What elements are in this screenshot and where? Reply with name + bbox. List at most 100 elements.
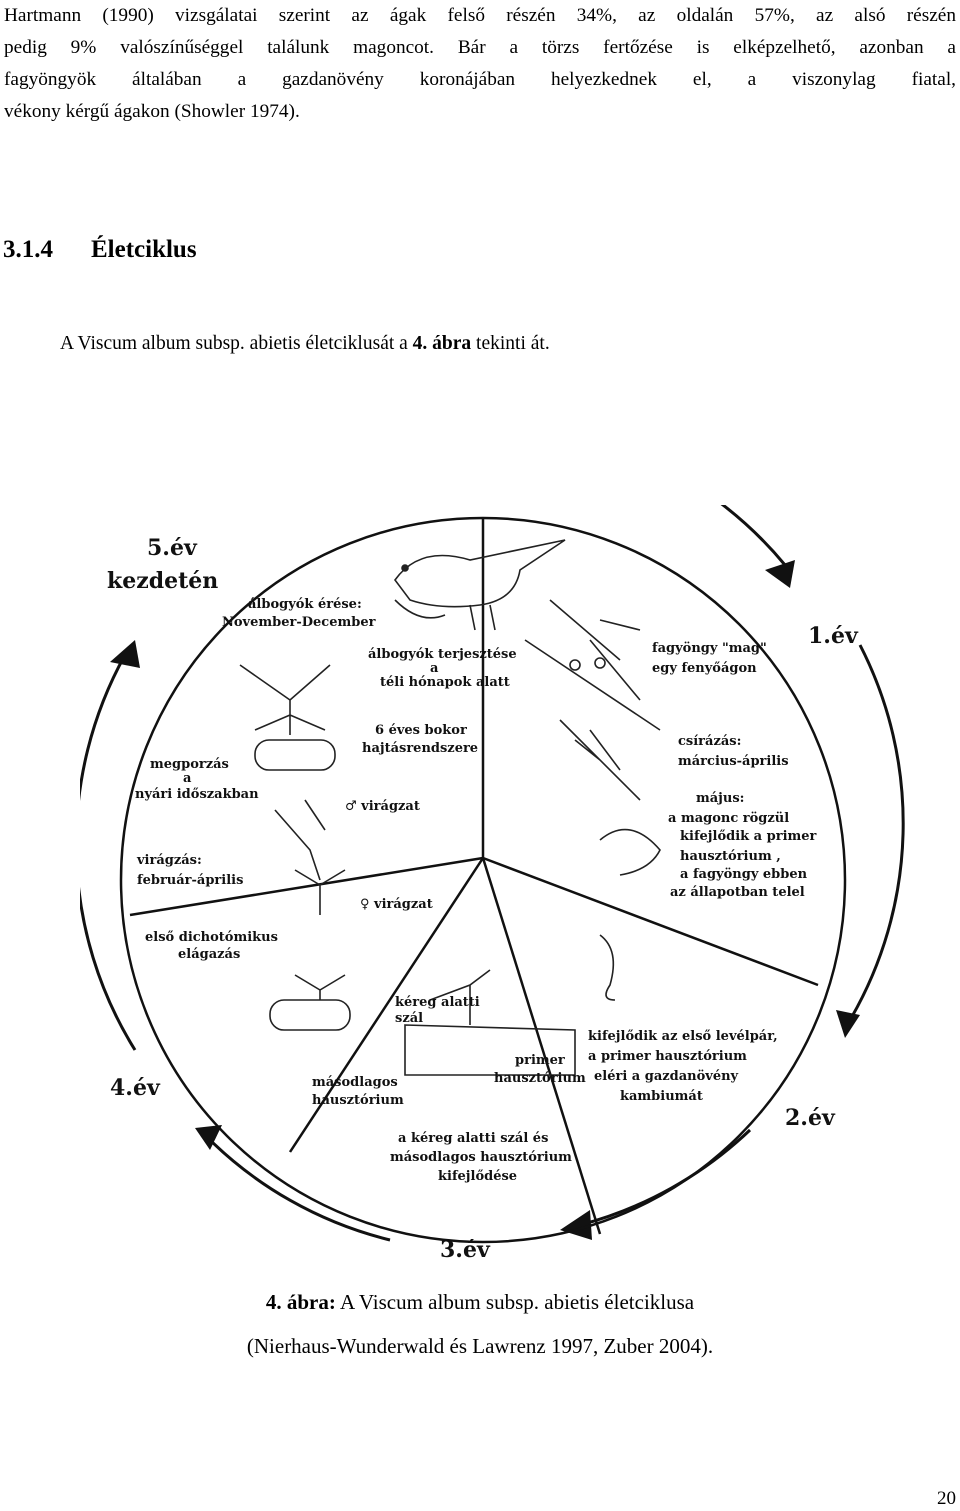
divider-bottom-left (288, 857, 485, 1153)
bottom-sector-label: a kéreg alatti szál és (398, 1131, 548, 1146)
ripening-label: álbogyók érése: (248, 597, 362, 612)
bush-sketch (239, 664, 331, 735)
figure-caption-source: (Nierhaus-Wunderwald és Lawrenz 1997, Zu… (246, 1334, 714, 1358)
may-label: kifejlődik a primer (680, 829, 817, 844)
leaf-pair-sketch (599, 934, 616, 1001)
year4-label: 4.év (110, 1075, 161, 1101)
may-label: a magonc rögzül (668, 811, 789, 826)
arrow-head-year1 (765, 560, 795, 588)
intro-sentence: A Viscum album subsp. abietis életciklus… (60, 333, 550, 355)
leaf-pair-label: kifejlődik az első levélpár, (588, 1029, 778, 1044)
may-label: hausztórium , (680, 849, 781, 864)
female-flower-sketch (294, 869, 346, 915)
spread-label: álbogyók terjesztése (368, 647, 517, 662)
arc-year2-to-3 (579, 1128, 752, 1227)
berry (594, 657, 606, 669)
life-cycle-diagram: 5.év kezdetén 1.év 2.év 3.év 4.év álbogy… (80, 505, 905, 1263)
spread-label: téli hónapok alatt (380, 675, 510, 690)
seed-label: fagyöngy "mag" (652, 641, 767, 656)
primary-haustorium-label: hausztórium (494, 1071, 586, 1086)
arrow-head-year3 (560, 1210, 592, 1240)
bottom-sector-label: kifejlődése (438, 1169, 517, 1184)
bird-eye (401, 564, 409, 572)
host-branch-sketch (254, 739, 336, 771)
dichotomy-label: elágazás (178, 947, 240, 962)
year5-label: 5.év (147, 535, 198, 561)
section-title: Életciklus (91, 236, 197, 263)
year5-sub-label: kezdetén (107, 568, 218, 594)
arrow-head-year5 (110, 640, 140, 668)
germination-sketch (559, 719, 641, 801)
intro-text: A Viscum album subsp. abietis életciklus… (60, 333, 413, 354)
life-cycle-figure: 5.év kezdetén 1.év 2.év 3.év 4.év álbogy… (80, 505, 960, 1275)
divider-left (129, 856, 484, 917)
male-flower-sketch (274, 799, 326, 881)
primary-haustorium-label: primer (515, 1053, 565, 1068)
year-labels: 5.év kezdetén 1.év 2.év 3.év 4.év (107, 535, 859, 1263)
annotations: álbogyók érése: November-December álbogy… (135, 597, 817, 1184)
page-number: 20 (937, 1488, 956, 1509)
intro-text-end: tekinti át. (471, 333, 550, 354)
conifer-branch-sketch (524, 599, 661, 731)
leaf-pair-label: kambiumát (620, 1089, 703, 1104)
leaf-pair-label: a primer hausztórium (588, 1049, 747, 1064)
bird-legs (394, 599, 496, 631)
host-branch-sketch-2 (269, 999, 351, 1031)
germination-label: csírázás: (678, 734, 741, 749)
berry (569, 659, 581, 671)
divider-bottom-right (481, 857, 602, 1235)
bottom-sector-label: másodlagos hausztórium (390, 1150, 572, 1165)
arc-year5-to-1 (720, 505, 787, 566)
leaf-pair-label: eléri a gazdanövény (594, 1069, 739, 1084)
pollination-label: nyári időszakban (135, 787, 259, 802)
may-label: május: (696, 791, 744, 806)
female-inflorescence-label: ♀ virágzat (360, 897, 433, 912)
bush-label: hajtásrendszere (362, 741, 478, 756)
arrow-heads (110, 560, 860, 1240)
cortex-strand-sketch (429, 969, 491, 1025)
year1-label: 1.év (808, 623, 859, 649)
caption-label: 4. ábra: (265, 1290, 336, 1314)
bush-label: 6 éves bokor (375, 723, 467, 738)
germination-label: március-április (678, 754, 789, 769)
flowering-label: február-április (137, 873, 243, 888)
section-heading: 3.1.4 Életciklus (3, 236, 197, 264)
secondary-haustorium-label: hausztórium (312, 1093, 404, 1108)
paragraph-line: pedig 9% valószínűséggel találunk magonc… (4, 37, 956, 58)
pollination-label: a (183, 771, 192, 786)
flowering-label: virágzás: (136, 853, 202, 868)
may-label: az állapotban telel (670, 885, 805, 900)
figure-caption: 4. ábra: A Viscum album subsp. abietis é… (0, 1290, 960, 1315)
dichotomy-sketch (294, 974, 346, 1000)
secondary-haustorium-label: másodlagos (312, 1075, 398, 1090)
sketches (239, 539, 661, 1076)
caption-text: A Viscum album subsp. abietis életciklus… (335, 1290, 695, 1314)
arc-year3-to-4 (203, 1133, 391, 1242)
pollination-label: megporzás (150, 757, 229, 772)
arc-year1-to-2 (848, 644, 905, 1021)
year2-label: 2.év (785, 1105, 836, 1131)
paragraph-line: vékony kérgű ágakon (Showler 1974). (4, 101, 300, 122)
seedling-sketch (599, 828, 661, 876)
arc-year4-to-5 (80, 654, 137, 1051)
arrow-head-year4 (195, 1125, 222, 1150)
male-inflorescence-label: ♂ virágzat (345, 799, 420, 814)
spread-label: a (430, 661, 439, 676)
bird-sketch (394, 539, 566, 608)
section-number: 3.1.4 (3, 236, 53, 263)
ripening-label: November-December (222, 615, 376, 630)
paragraph-line: Hartmann (1990) vizsgálatai szerint az á… (4, 5, 956, 26)
year3-label: 3.év (440, 1237, 491, 1263)
figure-reference: 4. ábra (412, 333, 472, 354)
paragraph-line: fagyöngyök általában a gazdanövény koron… (4, 69, 956, 90)
seed-label: egy fenyőágon (652, 661, 757, 676)
cortex-strand-label: szál (395, 1011, 423, 1026)
cortex-sketch (404, 1024, 576, 1076)
body-paragraph: Hartmann (1990) vizsgálatai szerint az á… (4, 0, 956, 128)
dichotomy-label: első dichotómikus (145, 930, 278, 945)
may-label: a fagyöngy ebben (680, 867, 808, 882)
sector-dividers (129, 518, 819, 1235)
arrow-head-year2 (836, 1010, 860, 1038)
divider-right (482, 856, 819, 987)
cortex-strand-label: kéreg alatti (395, 995, 480, 1010)
